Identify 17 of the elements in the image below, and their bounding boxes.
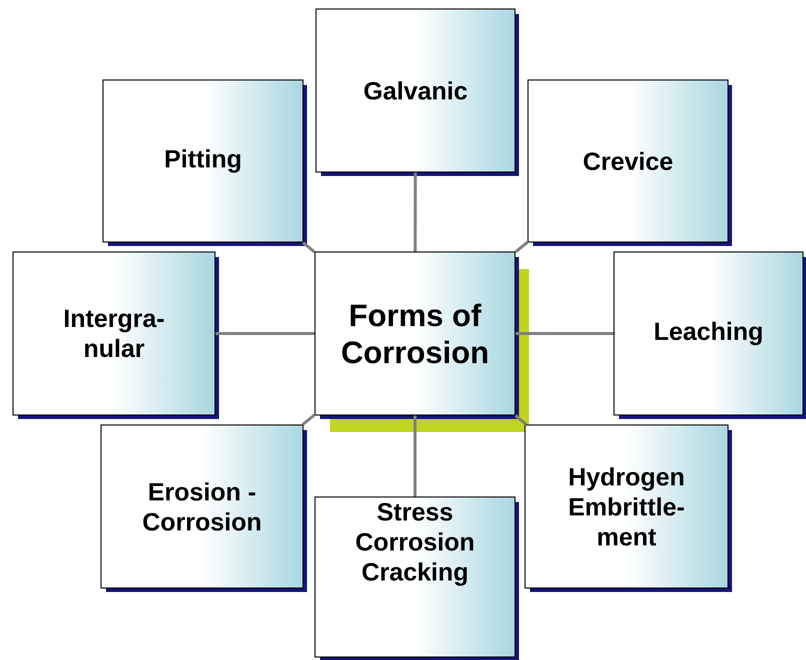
connector-line: [414, 172, 417, 252]
connector-line: [302, 241, 316, 254]
box: Hydrogen Embrittle- ment: [524, 424, 732, 592]
connector-line: [514, 414, 528, 426]
connector-line: [302, 414, 316, 426]
connector-line: [414, 416, 416, 496]
box: Erosion - Corrosion: [100, 424, 307, 592]
box: Pitting: [102, 80, 307, 246]
box: Intergra- nular: [12, 252, 219, 419]
box: Galvanic: [316, 8, 519, 176]
box: Leaching: [614, 252, 806, 419]
box: Stress Corrosion Cracking: [314, 496, 519, 660]
connector-line: [516, 332, 614, 335]
connector-line: [216, 332, 314, 335]
box: Forms of Corrosion: [314, 252, 529, 432]
box: Crevice: [528, 80, 732, 246]
connector-line: [514, 241, 528, 254]
